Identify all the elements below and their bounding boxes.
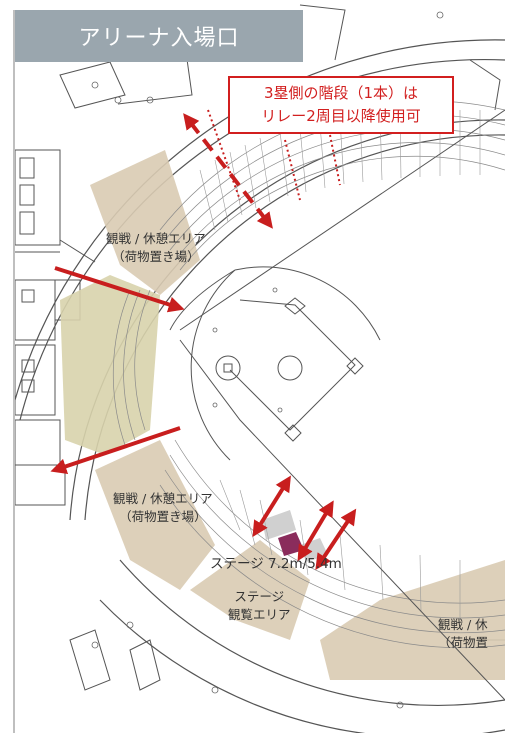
zone-label-right-2: （荷物置 bbox=[438, 635, 489, 650]
stage-arrow-3 bbox=[315, 508, 357, 570]
zone-label-lower-1: 観戦 / 休憩エリア bbox=[113, 491, 213, 506]
notice-line-2: リレー2周目以降使用可 bbox=[261, 107, 421, 125]
stair-notice: 3塁側の階段（1本）は リレー2周目以降使用可 bbox=[228, 76, 454, 134]
baseball-field bbox=[169, 109, 505, 701]
stage-view-label-2: 観覧エリア bbox=[228, 607, 291, 622]
notice-line-1: 3塁側の階段（1本）は bbox=[263, 84, 419, 102]
stage-label: ステージ 7.2m/5.4m bbox=[210, 556, 342, 572]
flow-arrows bbox=[50, 113, 357, 570]
stage-view-label-1: ステージ bbox=[234, 589, 285, 604]
zone-label-upper-1: 観戦 / 休憩エリア bbox=[106, 231, 206, 246]
entry-arrow-in bbox=[54, 266, 185, 313]
viewing-zones bbox=[60, 150, 505, 680]
markers bbox=[91, 11, 444, 709]
zone-label-upper-2: （荷物置き場） bbox=[112, 249, 200, 264]
zone-label-lower: 観戦 / 休憩エリア （荷物置き場） bbox=[113, 490, 213, 526]
building-outline bbox=[14, 4, 505, 691]
zone-label-right: 観戦 / 休 （荷物置 bbox=[438, 616, 488, 652]
stage-arrow-1 bbox=[252, 475, 291, 538]
zone-label-lower-2: （荷物置き場） bbox=[119, 509, 207, 524]
zone-label-right-1: 観戦 / 休 bbox=[438, 617, 488, 632]
stage-view-label: ステージ 観覧エリア bbox=[228, 588, 291, 624]
zone-label-upper: 観戦 / 休憩エリア （荷物置き場） bbox=[106, 230, 206, 266]
exit-arrow-out bbox=[50, 426, 181, 475]
entrance-title: アリーナ入場口 bbox=[15, 10, 303, 62]
